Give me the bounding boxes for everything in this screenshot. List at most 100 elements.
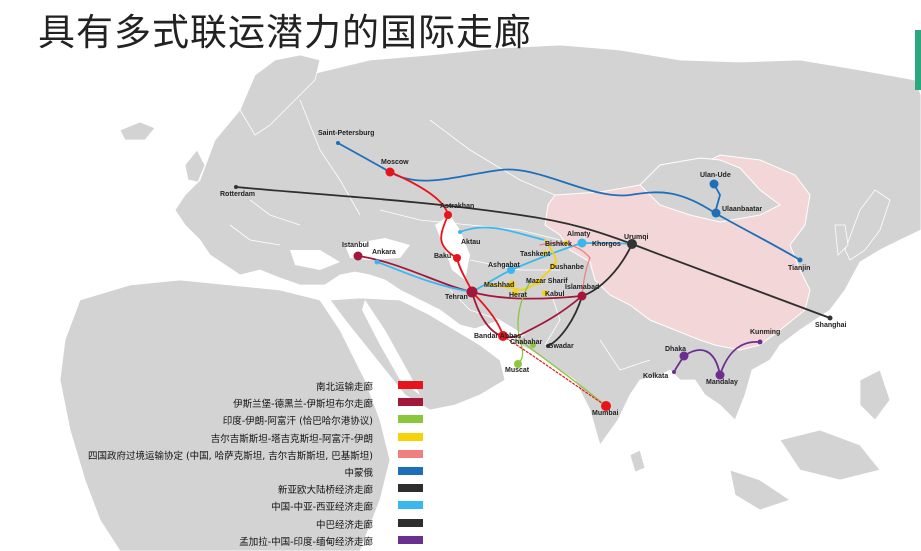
city-label: Tianjin	[788, 265, 810, 272]
legend-label: 新亚欧大陆桥经济走廊	[277, 485, 373, 497]
route-quadrilateral-transit	[539, 242, 591, 297]
legend-item: 中巴经济走廊	[60, 515, 425, 532]
legend-label: 吉尔吉斯斯坦-塔吉克斯坦-阿富汗-伊朗	[210, 433, 373, 445]
city-label: Moscow	[381, 159, 409, 166]
city-label: Dhaka	[665, 346, 686, 353]
city-dot-moscow	[385, 167, 395, 177]
legend-label: 伊斯兰堡-德黑兰-伊斯坦布尔走廊	[233, 399, 373, 411]
legend-label: 四国政府过境运输协定 (中国, 哈萨克斯坦, 吉尔吉斯斯坦, 巴基斯坦)	[87, 450, 373, 462]
legend-swatch	[398, 398, 423, 407]
city-dot-aktau	[458, 230, 462, 234]
city-label: Ankara	[372, 249, 396, 256]
legend-swatch	[398, 432, 423, 441]
city-dot-kunming	[757, 339, 763, 345]
city-label: Ashgabat	[488, 262, 521, 269]
inland-seas	[290, 215, 600, 445]
route-china-mongolia-russia	[337, 142, 801, 261]
city-dot-chabahar	[530, 342, 536, 348]
city-dot-mandalay	[715, 370, 725, 380]
city-dot-islamabad	[577, 291, 587, 301]
city-label: Ulaanbaatar	[722, 206, 762, 213]
legend: 南北运输走廊 伊斯兰堡-德黑兰-伊斯坦布尔走廊 印度-伊朗-阿富汗 (恰巴哈尔港…	[60, 377, 425, 549]
legend-label: 中国-中亚-西亚经济走廊	[271, 502, 373, 514]
city-dot-astrakhan	[444, 211, 452, 219]
city-dot-istanbul	[353, 251, 363, 261]
city-dot-bandar-abbas	[498, 331, 508, 341]
city-dot-tehran	[466, 286, 478, 298]
city-dot-bishkek	[563, 240, 569, 246]
city-dot-mashhad	[508, 280, 516, 288]
city-dot-dushanbe	[550, 263, 556, 269]
city-label: Mumbai	[592, 410, 619, 417]
legend-label: 印度-伊朗-阿富汗 (恰巴哈尔港协议)	[222, 416, 373, 428]
city-label: Saint-Petersburg	[318, 130, 374, 137]
legend-item: 吉尔吉斯斯坦-塔吉克斯坦-阿富汗-伊朗	[60, 429, 425, 446]
city-dot-shanghai	[827, 315, 833, 321]
legend-swatch	[398, 449, 423, 458]
city-label: Khorgos	[592, 241, 621, 248]
city-label: Tashkent	[520, 251, 551, 258]
city-label: Chabahar	[510, 339, 543, 346]
city-dot-urumqi	[627, 239, 637, 249]
city-label: Istanbul	[342, 242, 369, 249]
route-kyrgyz-tajik-afghan-iran	[484, 239, 557, 291]
city-label: Herat	[509, 292, 528, 299]
city-dot-tianjin	[797, 257, 803, 263]
city-dot-ashgabat	[507, 266, 515, 274]
city-dot-mumbai	[601, 401, 611, 411]
page-title: 具有多式联运潜力的国际走廊	[38, 11, 532, 54]
city-label: Mandalay	[706, 379, 738, 386]
legend-item: 四国政府过境运输协定 (中国, 哈萨克斯坦, 吉尔吉斯斯坦, 巴基斯坦)	[60, 446, 425, 463]
city-dot-baku	[453, 254, 461, 262]
city-dot-rotterdam	[234, 185, 238, 189]
city-dot-dhaka	[679, 351, 689, 361]
city-dot-ankara	[374, 259, 380, 265]
city-label: Rotterdam	[220, 191, 255, 198]
city-dot-mazar-sharif	[535, 279, 541, 285]
city-label: Aktau	[461, 239, 480, 246]
city-label: Islamabad	[565, 284, 599, 291]
city-dots	[234, 141, 833, 411]
city-label: Baku	[434, 253, 451, 260]
legend-item: 南北运输走廊	[60, 377, 425, 394]
city-dot-ulaanbaatar	[711, 208, 721, 218]
route-new-eurasian-landbridge	[235, 186, 831, 319]
city-dot-kolkata	[672, 370, 676, 374]
legend-swatch	[398, 535, 423, 544]
city-labels: Saint-Petersburg Moscow Rotterdam Astrak…	[220, 130, 847, 417]
route-india-iran-afghanistan	[517, 281, 607, 407]
city-label: Mazar Sharif	[526, 278, 568, 285]
legend-label: 中蒙俄	[344, 467, 373, 479]
city-label: Urumqi	[624, 234, 649, 241]
city-label: Almaty	[567, 231, 590, 238]
legend-swatch	[398, 466, 423, 475]
city-dot-saint-petersburg	[336, 141, 340, 145]
city-label: Astrakhan	[440, 203, 474, 210]
legend-swatch	[398, 501, 423, 510]
legend-swatch	[398, 415, 423, 424]
city-label: Kabul	[545, 291, 565, 298]
city-label: Muscat	[505, 367, 530, 374]
accent-bar	[915, 30, 921, 90]
country-borders	[229, 99, 651, 371]
city-dot-herat	[512, 290, 518, 296]
city-label: Mashhad	[484, 282, 514, 289]
city-dot-ulan-ude	[709, 179, 719, 189]
legend-swatch	[398, 484, 423, 493]
legend-item: 中蒙俄	[60, 463, 425, 480]
legend-label: 孟加拉-中国-印度-缅甸经济走廊	[239, 536, 373, 548]
city-dot-tashkent	[542, 250, 548, 256]
legend-label: 南北运输走廊	[315, 382, 373, 393]
city-label: Kolkata	[643, 373, 668, 380]
legend-label: 中巴经济走廊	[315, 519, 373, 531]
legend-item: 伊斯兰堡-德黑兰-伊斯坦布尔走廊	[60, 394, 425, 411]
city-label: Bandar Abbas	[474, 333, 521, 340]
legend-item: 新亚欧大陆桥经济走廊	[60, 480, 425, 497]
city-dot-muscat	[514, 360, 522, 368]
city-dot-almaty	[577, 238, 587, 248]
mongolia-region	[639, 157, 781, 223]
city-label: Tehran	[445, 294, 468, 301]
city-label: Ulan-Ude	[700, 172, 731, 179]
legend-item: 孟加拉-中国-印度-缅甸经济走廊	[60, 532, 425, 549]
